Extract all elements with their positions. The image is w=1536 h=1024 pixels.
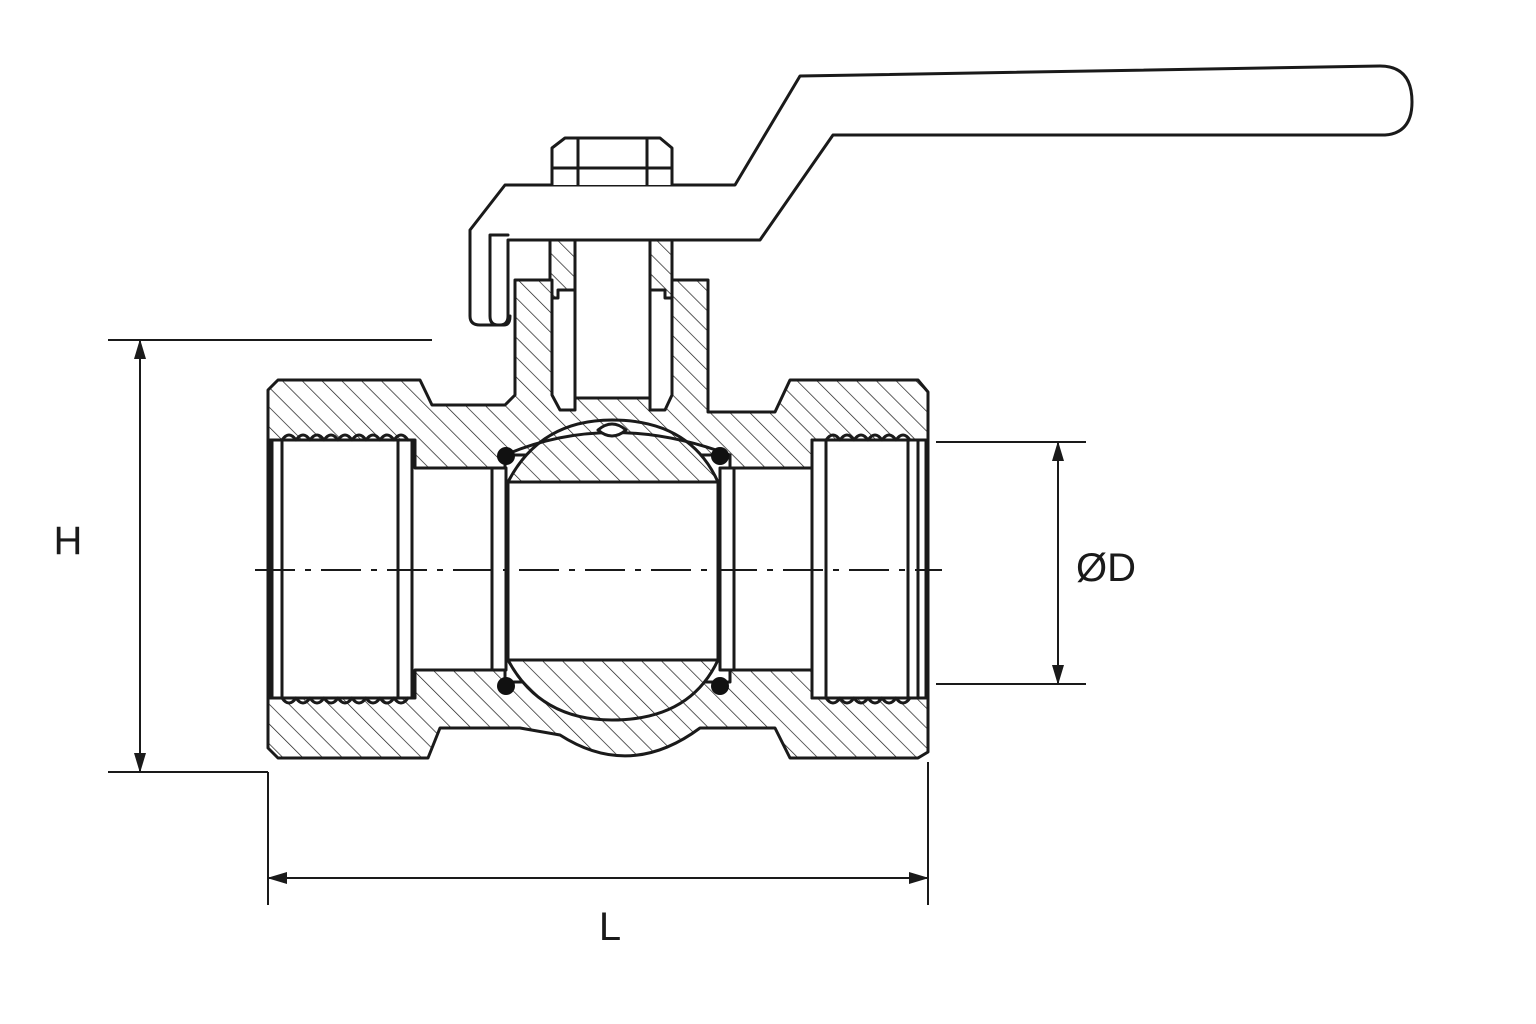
seal-rings [497,447,729,695]
thread-top-left [280,433,410,442]
ball-top [506,418,720,484]
hex-nut [550,136,674,187]
thread-bottom-left [280,696,410,705]
diameter-label: ØD [1076,546,1136,590]
valve-stem [573,238,652,400]
thread-bottom-right [824,696,912,705]
lever-handle [468,64,1414,327]
ball-bottom [506,658,720,722]
thread-top-right [824,433,912,442]
length-label: L [599,905,621,949]
height-label: H [54,519,83,563]
stem-gland [548,238,577,300]
